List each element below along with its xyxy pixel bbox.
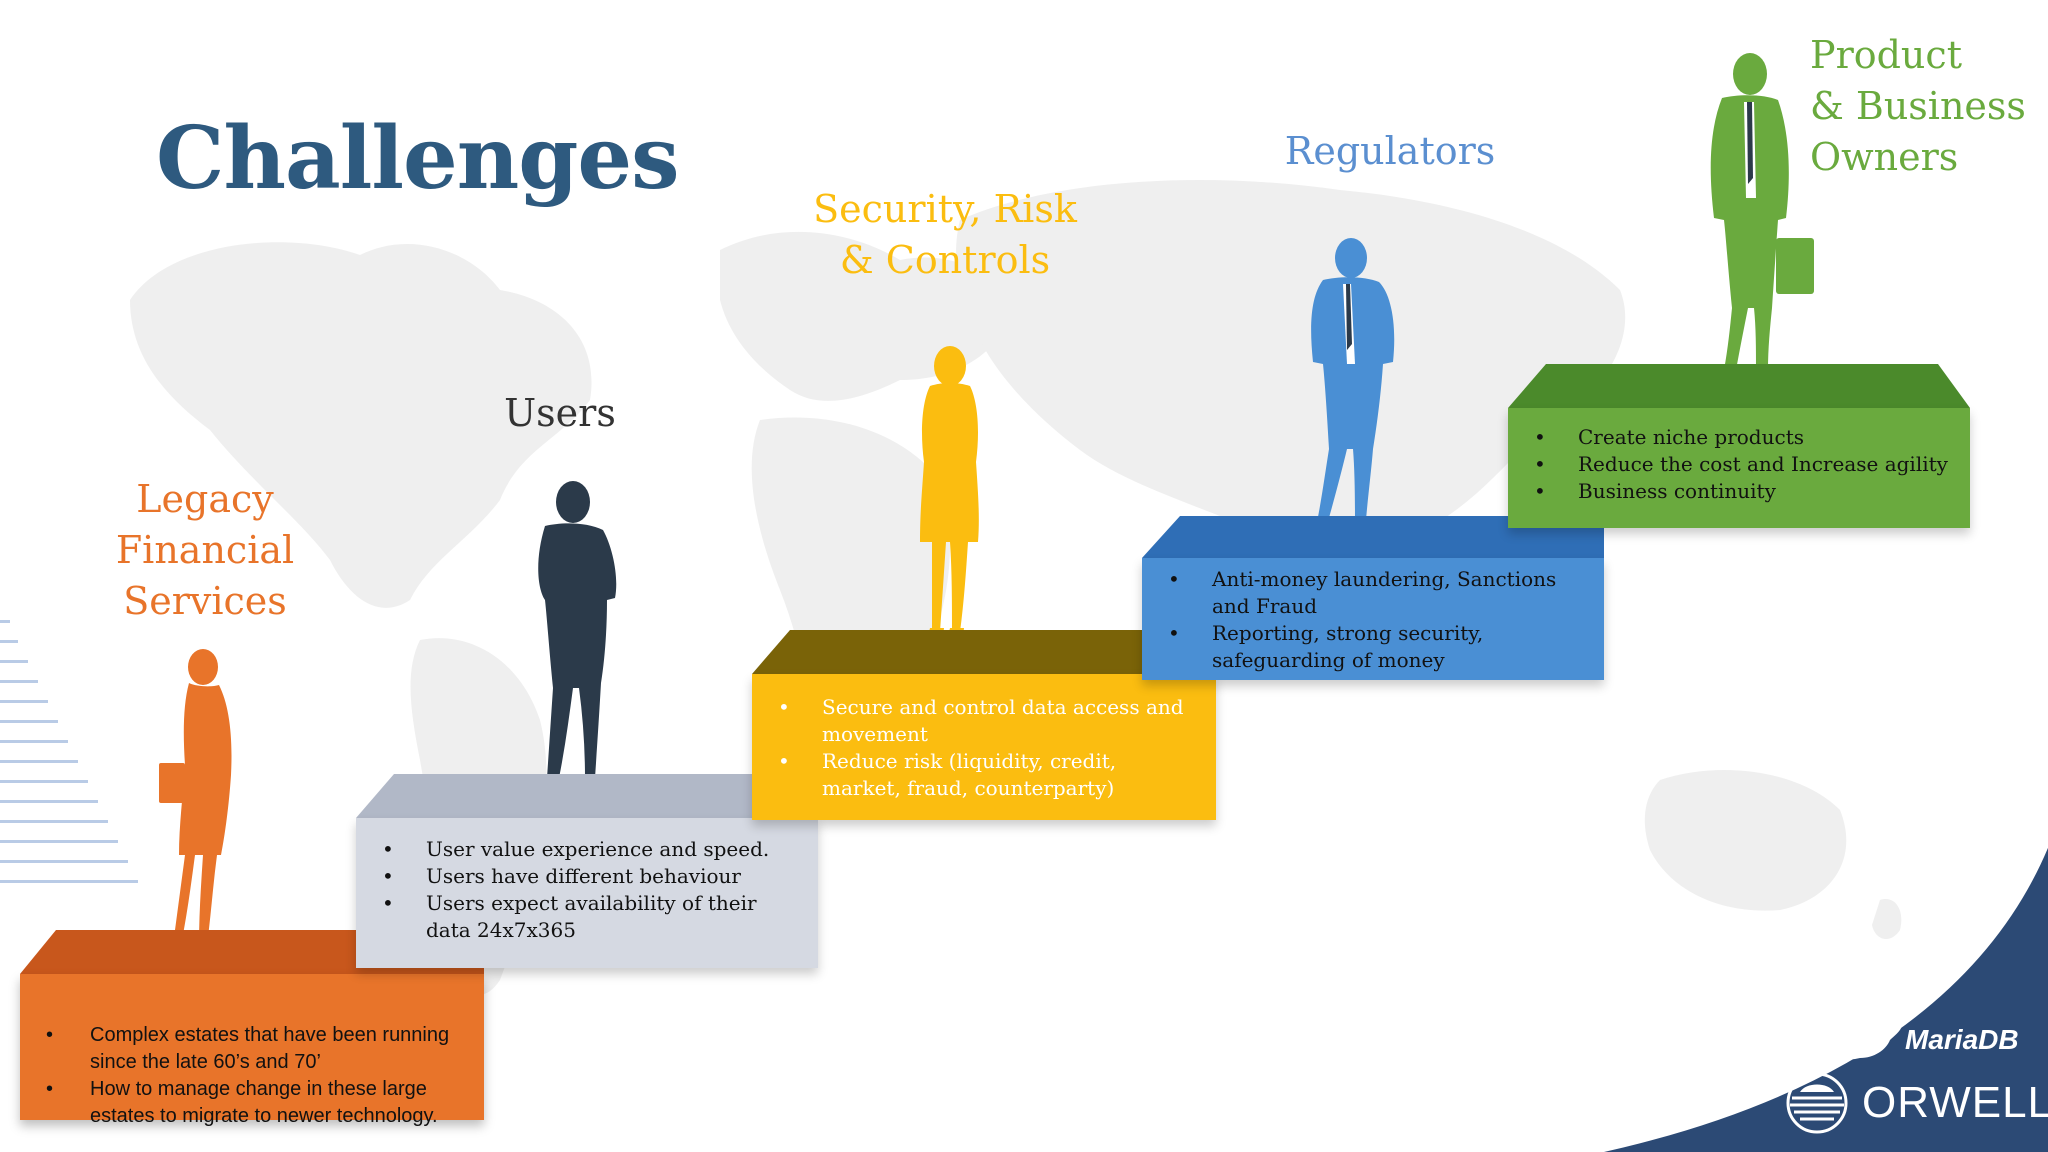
heading-security-risk-controls: Security, Risk & Controls [813, 187, 1077, 282]
list-item: How to manage change in these large esta… [46, 1076, 464, 1130]
heading-users: Users [504, 391, 616, 435]
step-top-face [1142, 516, 1604, 558]
step-face: User value experience and speed. Users h… [356, 818, 818, 968]
woman-with-folder-silhouette [159, 649, 232, 957]
list-item: Complex estates that have been running s… [46, 1022, 464, 1076]
mariadb-seal-icon [1840, 1025, 1902, 1060]
businesswoman-silhouette [920, 346, 979, 644]
man-hands-in-pockets-silhouette [1299, 238, 1395, 542]
man-with-briefcase-silhouette [1710, 53, 1814, 382]
step-top-face [356, 774, 818, 818]
list-item: User value experience and speed. [382, 836, 800, 863]
list-item: Users have different behaviour [382, 863, 800, 890]
list-item: Create niche products [1534, 424, 1960, 451]
step-users: User value experience and speed. Users h… [356, 774, 818, 968]
list-item: Secure and control data access and movem… [778, 694, 1198, 748]
bullet-list: Complex estates that have been running s… [32, 1022, 464, 1130]
bullet-list: Secure and control data access and movem… [764, 694, 1198, 802]
step-regulators: Anti-money laundering, Sanctions and Fra… [1142, 516, 1604, 680]
step-face: Secure and control data access and movem… [752, 674, 1216, 820]
bullet-list: Create niche products Reduce the cost an… [1520, 424, 1960, 505]
heading-regulators: Regulators [1284, 129, 1496, 173]
step-security-risk-controls: Secure and control data access and movem… [752, 630, 1216, 820]
list-item: Anti-money laundering, Sanctions and Fra… [1168, 566, 1594, 620]
step-top-face [752, 630, 1216, 674]
bullet-list: Anti-money laundering, Sanctions and Fra… [1154, 566, 1594, 674]
mariadb-logo: MariaDB [1905, 1024, 2019, 1055]
step-product-business-owners: Create niche products Reduce the cost an… [1508, 364, 1970, 528]
step-top-face [1508, 364, 1970, 408]
step-face: Complex estates that have been running s… [20, 974, 484, 1127]
orwell-logo: ORWELL [1862, 1078, 2048, 1127]
list-item: Users expect availability of their data … [382, 890, 800, 944]
heading-product-business-owners: Product & Business Owners [1810, 33, 2026, 179]
page-title: Challenges [156, 108, 680, 209]
list-item: Reduce risk (liquidity, credit, market, … [778, 748, 1198, 802]
list-item: Reporting, strong security, safeguarding… [1168, 620, 1594, 674]
corner-swoosh-decoration [1589, 840, 2048, 1152]
left-stripes-decoration [0, 620, 138, 883]
step-face: Create niche products Reduce the cost an… [1508, 408, 1970, 528]
step-face: Anti-money laundering, Sanctions and Fra… [1142, 558, 1604, 680]
bullet-list: User value experience and speed. Users h… [368, 836, 800, 944]
orwell-logo-icon [1786, 1072, 1848, 1134]
man-arms-crossed-silhouette [535, 481, 617, 792]
heading-legacy-financial-services: Legacy Financial Services [115, 477, 295, 623]
list-item: Reduce the cost and Increase agility [1534, 451, 1960, 478]
list-item: Business continuity [1534, 478, 1960, 505]
